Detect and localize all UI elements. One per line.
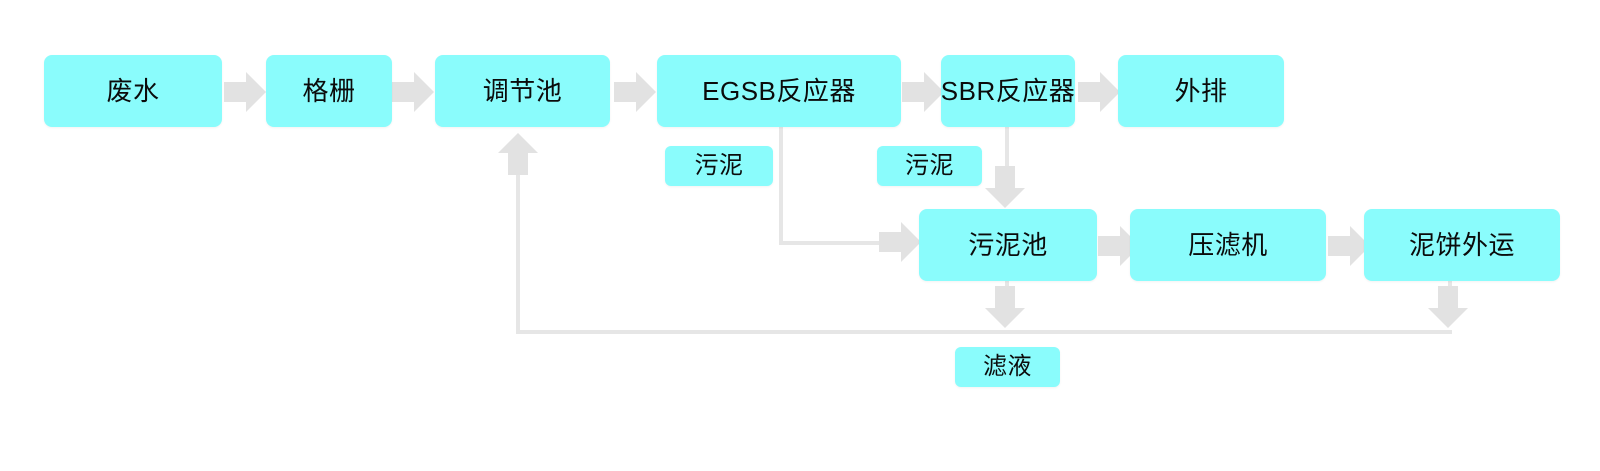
arrow-sludgetank-to-filtrate: [985, 286, 1025, 328]
arrow-grille-to-equaltank: [392, 72, 434, 112]
label-sludge-from-sbr: 污泥: [877, 146, 982, 186]
node-cake-transport[interactable]: 泥饼外运: [1364, 209, 1560, 281]
label-filtrate: 滤液: [955, 347, 1060, 387]
arrow-return-to-equaltank: [498, 133, 538, 175]
node-equalization-tank-label: 调节池: [482, 76, 563, 106]
node-filter-press-label: 压滤机: [1188, 230, 1268, 260]
label-filtrate-text: 滤液: [983, 353, 1032, 380]
arrow-filterpress-to-cakeout: [1328, 226, 1370, 266]
node-grille[interactable]: 格栅: [266, 55, 392, 127]
connector-egsb-sludge-vertical: [779, 127, 783, 245]
arrow-sbr-sludge-to-sludgetank: [985, 166, 1025, 208]
node-equalization-tank[interactable]: 调节池: [435, 55, 610, 127]
label-sludge-from-egsb-text: 污泥: [694, 152, 744, 179]
node-egsb-reactor[interactable]: EGSB反应器: [657, 55, 901, 127]
arrow-egsb-to-sbr: [902, 72, 944, 112]
node-grille-label: 格栅: [302, 76, 356, 106]
connector-filtrate-return-horizontal: [516, 330, 1452, 334]
arrow-sbr-to-discharge: [1078, 72, 1120, 112]
node-sludge-tank-label: 污泥池: [968, 230, 1048, 260]
label-sludge-from-egsb: 污泥: [665, 146, 773, 186]
connector-filtrate-return-vertical: [516, 150, 520, 332]
label-sludge-from-sbr-text: 污泥: [905, 152, 954, 179]
node-filter-press[interactable]: 压滤机: [1130, 209, 1326, 281]
node-discharge-label: 外排: [1174, 76, 1228, 106]
connector-egsb-sludge-horizontal: [779, 241, 883, 245]
node-sbr-reactor-label: SBR反应器: [940, 76, 1076, 106]
node-wastewater[interactable]: 废水: [44, 55, 222, 127]
arrow-egsb-sludge-to-sludgetank: [879, 222, 921, 262]
connector-sbr-sludge-vertical: [1005, 127, 1009, 175]
node-egsb-reactor-label: EGSB反应器: [702, 76, 856, 106]
node-wastewater-label: 废水: [106, 76, 160, 106]
arrow-sludgetank-to-filterpress: [1098, 226, 1140, 266]
node-sludge-tank[interactable]: 污泥池: [919, 209, 1097, 281]
node-cake-transport-label: 泥饼外运: [1408, 230, 1515, 260]
arrow-cakeout-to-return: [1428, 286, 1468, 328]
node-discharge[interactable]: 外排: [1118, 55, 1284, 127]
arrow-wastewater-to-grille: [224, 72, 266, 112]
arrow-equaltank-to-egsb: [614, 72, 656, 112]
node-sbr-reactor[interactable]: SBR反应器: [941, 55, 1075, 127]
